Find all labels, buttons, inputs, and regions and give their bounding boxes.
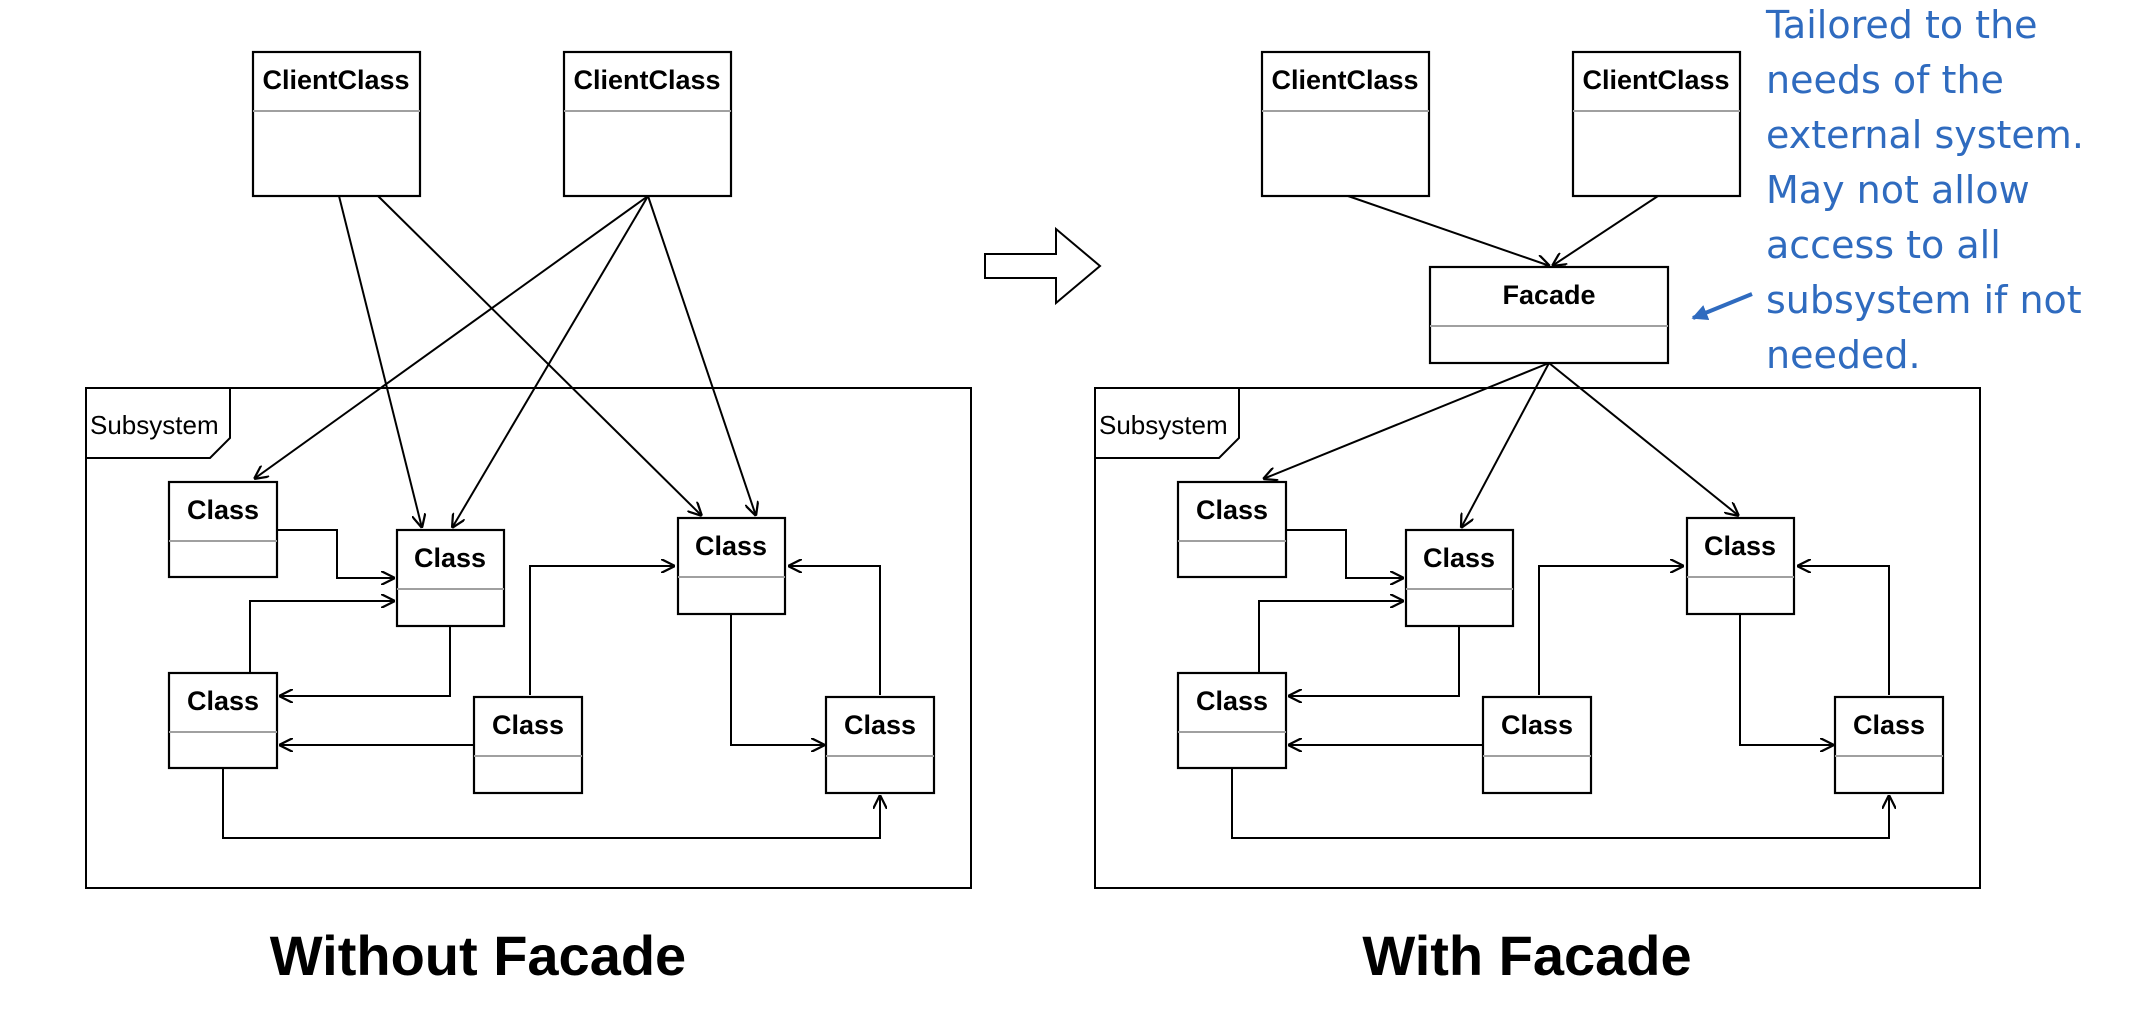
subsystem-frame-tab <box>86 388 231 459</box>
connector <box>279 626 451 696</box>
connector <box>377 195 702 516</box>
note-line: May not allow <box>1766 168 2030 212</box>
class-box: Class <box>676 516 787 616</box>
connector <box>1461 362 1550 528</box>
client-class-box: ClientClass <box>1571 50 1742 198</box>
class-box: Class <box>395 528 506 628</box>
class-label: Class <box>1423 543 1495 573</box>
connector <box>222 768 880 839</box>
class-label: Class <box>414 543 486 573</box>
connector <box>1258 601 1404 672</box>
connector <box>1263 362 1550 479</box>
client-class-box: ClientClass <box>251 50 422 198</box>
note-pointer-arrow-icon <box>1691 292 1753 320</box>
class-box: Class <box>1176 480 1288 579</box>
note-line: Tailored to the <box>1765 3 2038 47</box>
facade-note: Tailored to the needs of the external sy… <box>1691 3 2084 377</box>
without-facade-caption: Without Facade <box>270 924 686 987</box>
class-box: Class <box>824 695 936 795</box>
connector <box>1288 626 1460 696</box>
class-box: Class <box>1404 528 1515 628</box>
connector <box>452 195 649 528</box>
connectors <box>1231 195 1890 839</box>
connector <box>1739 614 1834 745</box>
class-label: Class <box>1853 710 1925 740</box>
transition-arrow-icon <box>984 226 1102 306</box>
subsystem-frame <box>85 387 972 889</box>
client-class-box: ClientClass <box>562 50 733 198</box>
connector <box>529 566 675 695</box>
class-label: Class <box>187 686 259 716</box>
connector <box>730 614 825 745</box>
subsystem-label: Subsystem <box>90 410 219 440</box>
class-box: Class <box>167 480 279 579</box>
subsystem-frame <box>1094 387 1981 889</box>
class-box: Class <box>167 671 279 770</box>
connector <box>788 566 881 695</box>
connector <box>1548 362 1739 516</box>
class-label: Class <box>1196 686 1268 716</box>
connector <box>647 195 756 516</box>
connector <box>1286 529 1404 578</box>
client-class-label: ClientClass <box>1582 65 1729 95</box>
connector <box>1231 768 1889 839</box>
with-facade-diagram: Subsystem ClientClass ClientClas <box>1094 50 1981 987</box>
connector <box>1347 195 1550 266</box>
class-box: Class <box>1481 695 1593 795</box>
class-box: Class <box>1176 671 1288 770</box>
class-label: Class <box>187 495 259 525</box>
client-class-label: ClientClass <box>262 65 409 95</box>
note-line: needs of the <box>1766 58 2004 102</box>
class-box: Class <box>1685 516 1796 616</box>
class-label: Class <box>492 710 564 740</box>
connectors <box>222 195 881 839</box>
client-class-label: ClientClass <box>573 65 720 95</box>
class-label: Class <box>1704 531 1776 561</box>
subsystem-frame-tab <box>1095 388 1240 459</box>
connector <box>1538 566 1684 695</box>
subsystem-label: Subsystem <box>1099 410 1228 440</box>
connector <box>249 601 395 672</box>
connector <box>338 195 422 528</box>
client-class-label: ClientClass <box>1271 65 1418 95</box>
class-label: Class <box>695 531 767 561</box>
connector <box>277 529 395 578</box>
class-label: Class <box>1196 495 1268 525</box>
class-box: Class <box>472 695 584 795</box>
class-label: Class <box>844 710 916 740</box>
connector <box>1552 195 1659 266</box>
class-label: Class <box>1501 710 1573 740</box>
note-line: external system. <box>1766 113 2084 157</box>
facade-box: Facade <box>1428 265 1670 365</box>
facade-label: Facade <box>1502 280 1595 310</box>
note-line: subsystem if not <box>1766 278 2082 322</box>
connector <box>254 195 649 479</box>
connector <box>1797 566 1890 695</box>
without-facade-diagram: Subsystem ClientClass ClientClas <box>85 50 972 987</box>
class-box: Class <box>1833 695 1945 795</box>
note-line: access to all <box>1766 223 2001 267</box>
with-facade-caption: With Facade <box>1362 924 1691 987</box>
note-line: needed. <box>1766 333 1921 377</box>
client-class-box: ClientClass <box>1260 50 1431 198</box>
